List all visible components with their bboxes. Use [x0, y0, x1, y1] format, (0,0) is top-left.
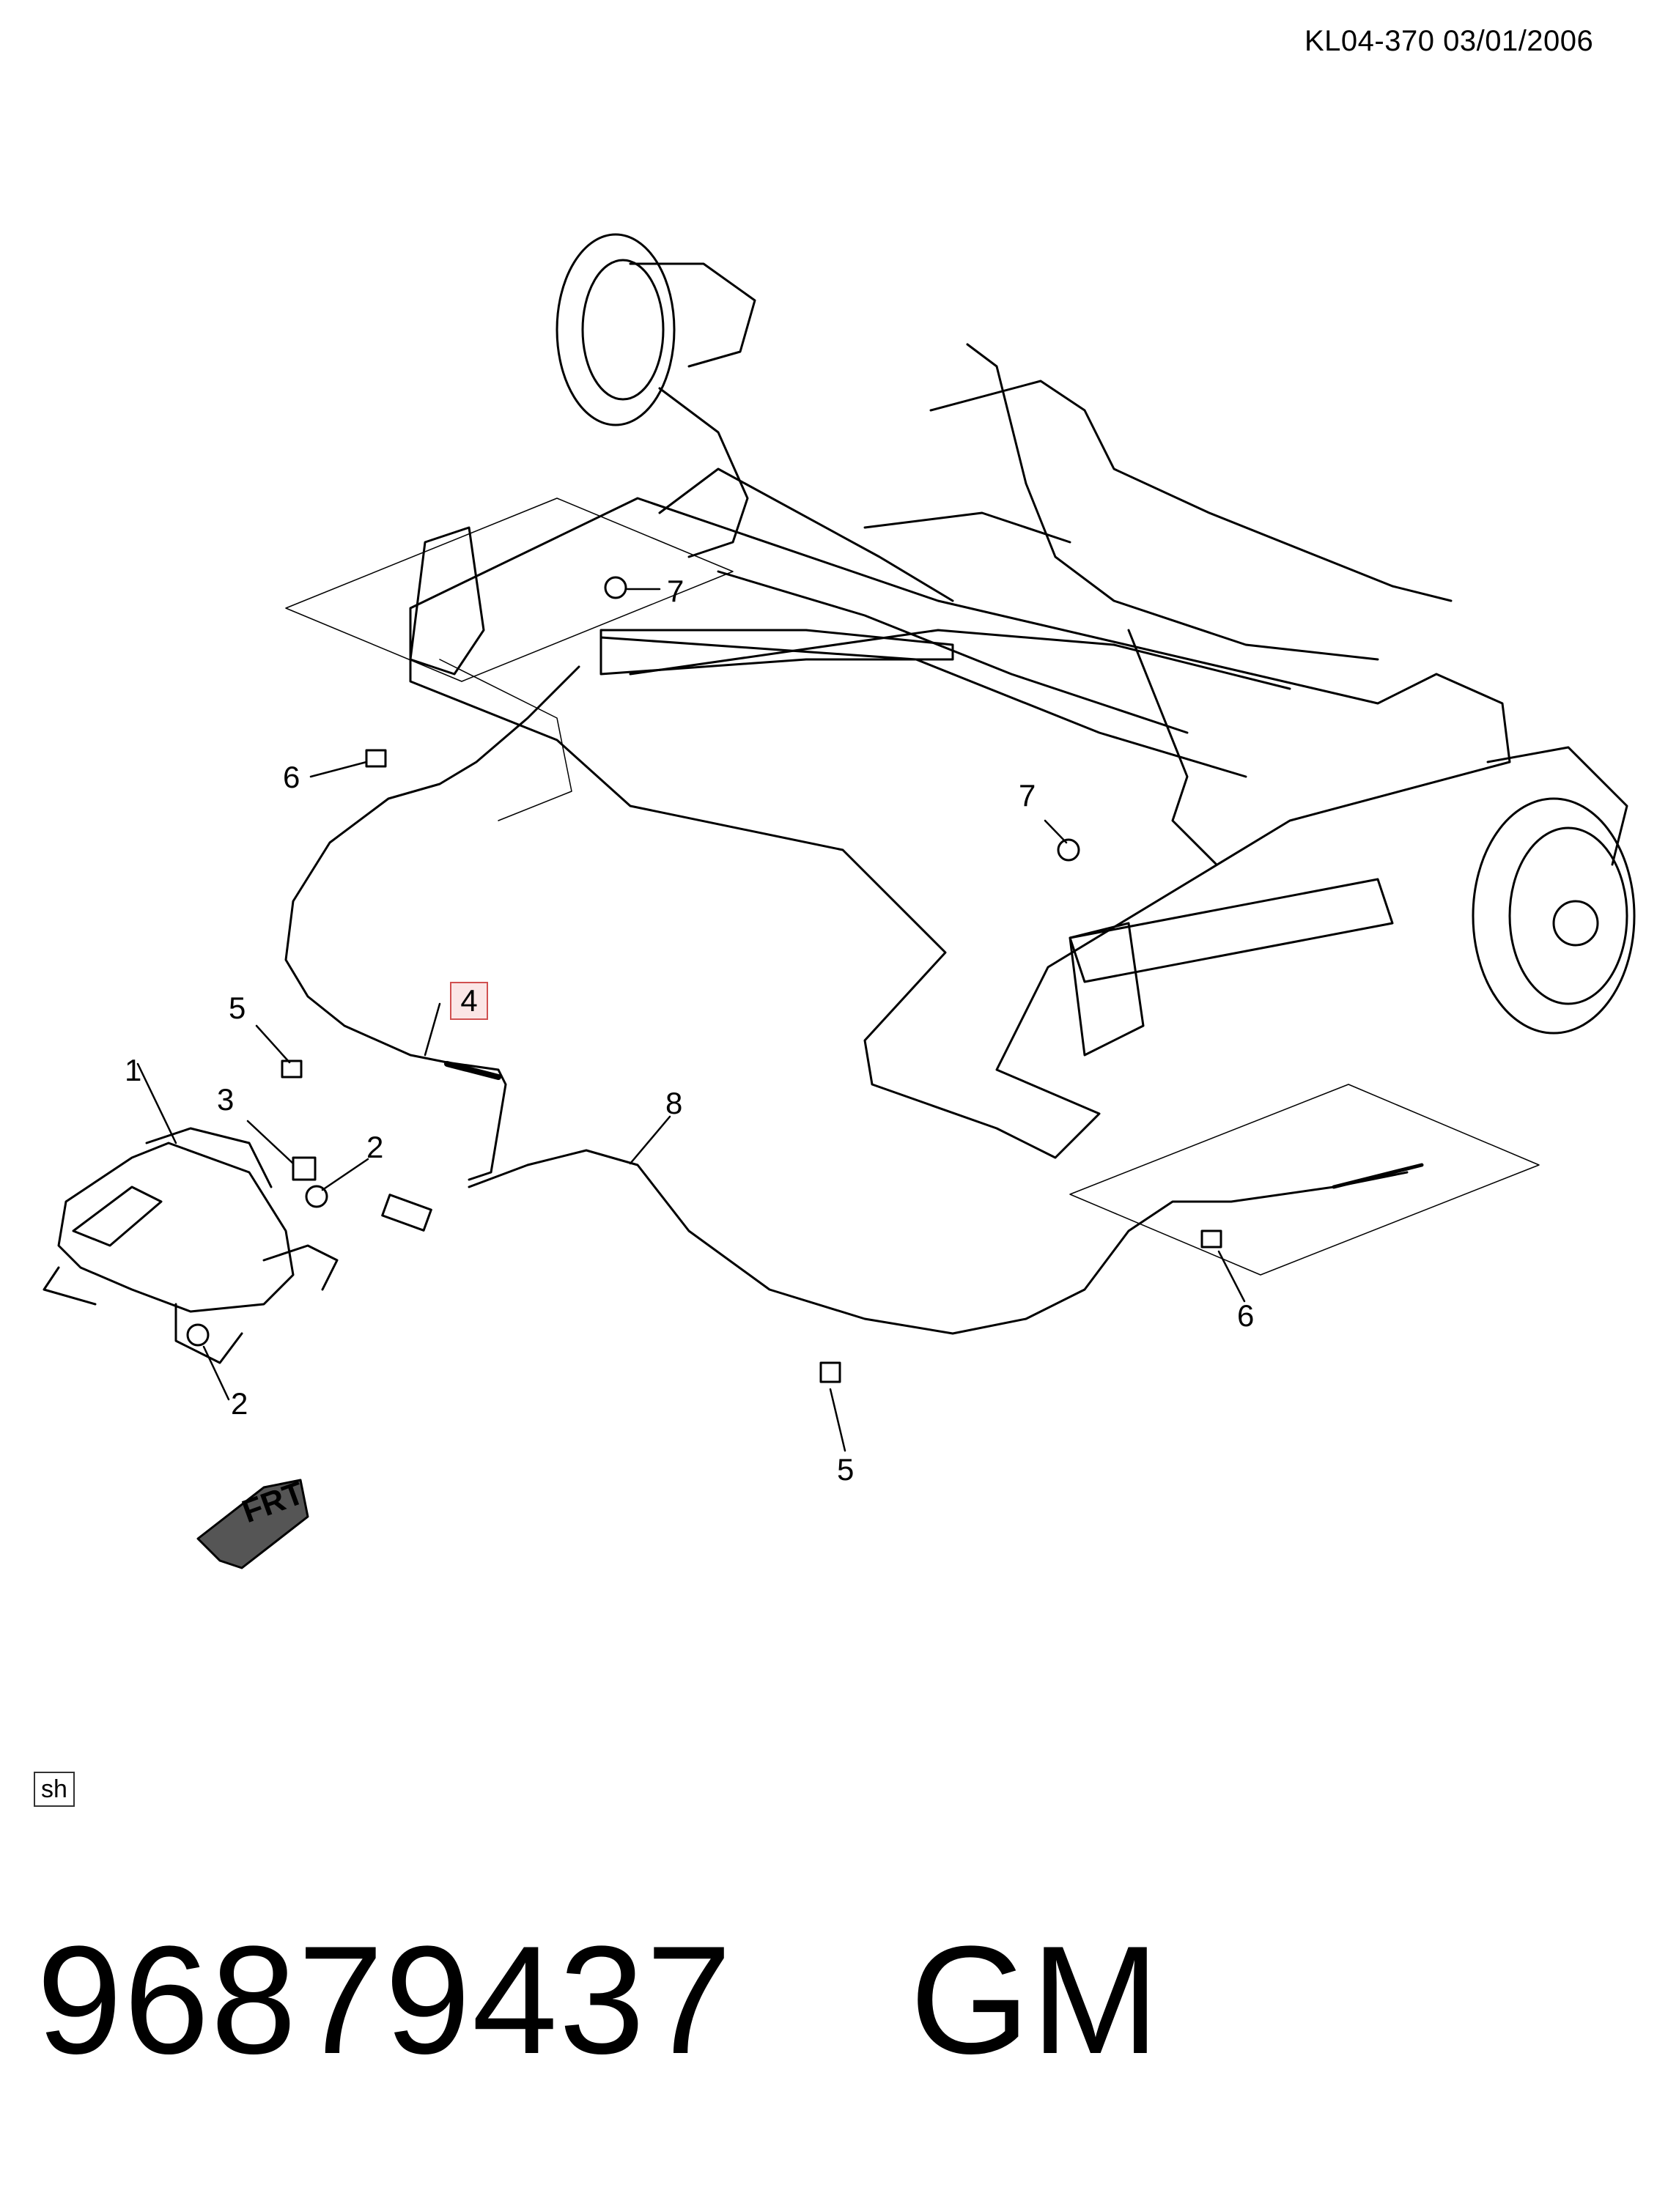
callout-2a: 2 — [366, 1130, 384, 1164]
equalizer — [381, 1194, 432, 1232]
callout-7b: 7 — [1019, 778, 1036, 813]
bolt-6b — [1200, 1229, 1222, 1249]
footer-tag: sh — [34, 1772, 75, 1807]
nut-7b — [1057, 838, 1080, 862]
callout-5a: 5 — [229, 991, 246, 1025]
rear-brake-cable — [468, 1149, 1424, 1335]
callout-1: 1 — [125, 1053, 142, 1087]
callout-8: 8 — [665, 1086, 683, 1120]
callout-5b: 5 — [837, 1452, 855, 1487]
part-number: 96879437 GM — [37, 1914, 1161, 2086]
callout-6a: 6 — [283, 760, 300, 794]
fasteners — [186, 576, 1222, 1383]
bolt-6a — [365, 749, 387, 768]
front-direction-arrow — [196, 1479, 309, 1569]
nut-2a — [305, 1185, 328, 1208]
parking-brake-lever — [43, 1127, 339, 1364]
drawing-reference: KL04-370 03/01/2006 — [1304, 25, 1594, 57]
callout-3: 3 — [217, 1082, 235, 1117]
callout-4-highlighted: 4 — [450, 982, 488, 1020]
bolt-part-3 — [292, 1156, 317, 1181]
bolt-5a — [281, 1059, 303, 1079]
nut-7a — [604, 576, 627, 599]
callout-6b: 6 — [1237, 1298, 1255, 1333]
bolt-5b — [819, 1361, 841, 1383]
callout-2b: 2 — [231, 1386, 248, 1421]
nut-2b — [186, 1323, 210, 1347]
rear-subframe-assembly — [285, 233, 1636, 1276]
front-brake-cable — [284, 665, 580, 1181]
callout-7a: 7 — [667, 574, 684, 608]
leader-lines — [136, 588, 1246, 1452]
